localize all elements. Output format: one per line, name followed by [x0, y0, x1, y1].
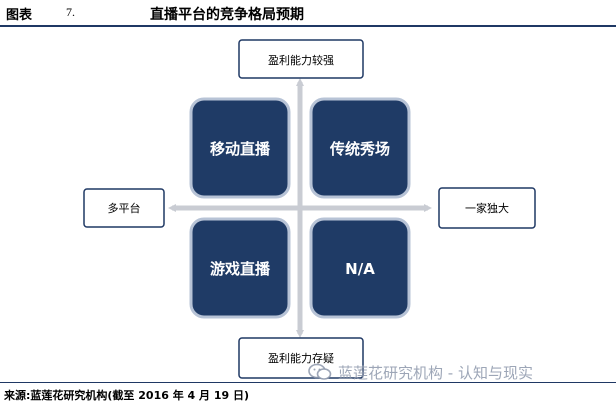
quadrant-bottom-left-label: 游戏直播	[210, 260, 271, 278]
top-label: 盈利能力较强	[268, 53, 334, 67]
quadrant-top-right: 传统秀场	[309, 97, 411, 199]
footer-rule	[0, 382, 616, 383]
watermark: 蓝莲花研究机构 - 认知与现实	[308, 360, 533, 384]
left-label: 多平台	[108, 201, 141, 215]
right-label: 一家独大	[465, 201, 509, 215]
source-note: 来源:蓝莲花研究机构(截至 2016 年 4 月 19 日)	[4, 389, 250, 402]
quadrant-bottom-right-label: N/A	[345, 260, 375, 278]
figure-title: 直播平台的竞争格局预期	[150, 7, 304, 23]
right-label-box: 一家独大	[438, 187, 536, 229]
watermark-text: 蓝莲花研究机构 - 认知与现实	[338, 363, 533, 382]
quadrant-top-left: 移动直播	[189, 97, 291, 199]
figure-label: 图表	[6, 8, 33, 23]
figure-number: 7.	[66, 5, 75, 19]
left-label-box: 多平台	[83, 188, 165, 228]
wechat-icon	[308, 363, 332, 380]
quadrant-top-left-label: 移动直播	[210, 140, 271, 158]
quadrant-top-right-label: 传统秀场	[329, 140, 390, 158]
quadrant-bottom-left: 游戏直播	[189, 217, 291, 319]
header-rule	[0, 25, 616, 27]
bottom-label-box: 盈利能力存疑	[238, 337, 364, 379]
top-label-box: 盈利能力较强	[238, 39, 364, 79]
quadrant-bottom-right: N/A	[309, 217, 411, 319]
bottom-label: 盈利能力存疑	[268, 351, 334, 365]
figure-header: 图表 7. 直播平台的竞争格局预期	[0, 0, 616, 26]
